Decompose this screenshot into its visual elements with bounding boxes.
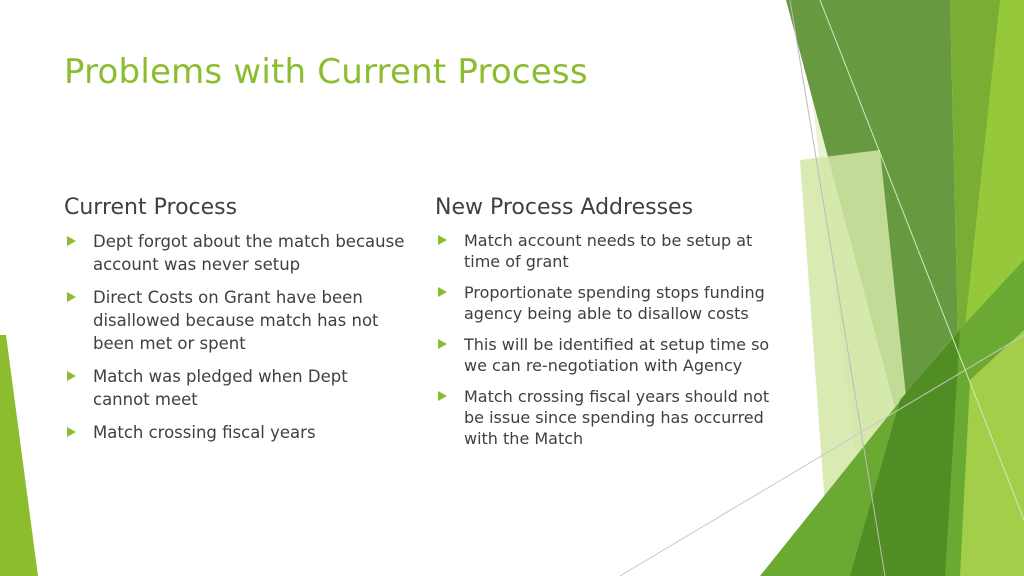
triangle-arrow-icon (438, 339, 447, 349)
list-item: This will be identified at setup time so… (435, 334, 780, 376)
new-process-heading: New Process Addresses (435, 195, 694, 220)
triangle-arrow-icon (67, 427, 76, 437)
new-process-list: Match account needs to be setup at time … (435, 230, 780, 449)
list-item: Match crossing fiscal years (64, 421, 409, 444)
triangle-arrow-icon (67, 292, 76, 302)
list-item: Match account needs to be setup at time … (435, 230, 780, 272)
new-process-column: New Process Addresses Match account need… (435, 195, 780, 459)
list-item-text: Match crossing fiscal years (93, 423, 316, 442)
triangle-arrow-icon (438, 235, 447, 245)
triangle-arrow-icon (67, 236, 76, 246)
list-item: Dept forgot about the match because acco… (64, 230, 409, 276)
triangle-arrow-icon (67, 371, 76, 381)
list-item-text: Match was pledged when Dept cannot meet (93, 367, 348, 409)
list-item: Proportionate spending stops funding age… (435, 282, 780, 324)
current-process-list: Dept forgot about the match because acco… (64, 230, 409, 444)
list-item-text: This will be identified at setup time so… (464, 335, 770, 375)
list-item-text: Dept forgot about the match because acco… (93, 232, 405, 274)
current-process-column: Current Process Dept forgot about the ma… (64, 195, 409, 454)
triangle-arrow-icon (438, 391, 447, 401)
triangle-arrow-icon (438, 287, 447, 297)
list-item-text: Match crossing fiscal years should not b… (464, 387, 770, 448)
list-item: Match was pledged when Dept cannot meet (64, 365, 409, 411)
list-item-text: Match account needs to be setup at time … (464, 231, 753, 271)
current-process-heading: Current Process (64, 195, 238, 220)
list-item: Direct Costs on Grant have been disallow… (64, 286, 409, 355)
list-item-text: Direct Costs on Grant have been disallow… (93, 288, 379, 353)
list-item: Match crossing fiscal years should not b… (435, 386, 780, 449)
page-title: Problems with Current Process (64, 52, 588, 92)
list-item-text: Proportionate spending stops funding age… (464, 283, 765, 323)
